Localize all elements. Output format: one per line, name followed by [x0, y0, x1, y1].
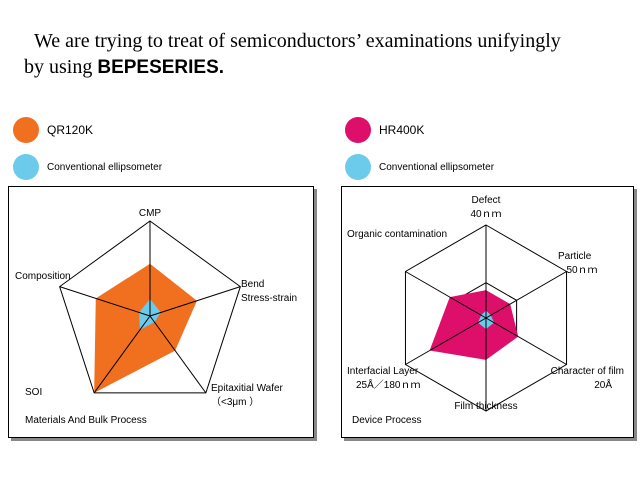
- legend-swatch-orange: [13, 117, 39, 143]
- axis-label: Epitaxitial Wafer: [211, 383, 284, 394]
- legend-label: QR120K: [47, 123, 94, 137]
- legend-label: HR400K: [379, 123, 425, 137]
- axis-label: Character of film: [551, 366, 624, 377]
- headline: We are trying to treat of semiconductors…: [24, 28, 624, 81]
- radar-spoke: [149, 315, 207, 394]
- axis-label: Particle: [558, 251, 592, 262]
- headline-line-2: by using BEPESERIES.: [24, 54, 624, 81]
- axis-label: Interfacial Layer: [347, 366, 419, 377]
- legend-label: Conventional ellipsometer: [47, 161, 163, 173]
- axis-sublabel: 25Å／180ｎｍ: [356, 378, 420, 391]
- headline-line-1: We are trying to treat of semiconductors…: [34, 30, 561, 52]
- axis-label: Bend: [241, 279, 264, 290]
- radar-spoke: [485, 317, 567, 365]
- axis-sublabel: 20Å: [594, 378, 612, 391]
- headline-prefix: by using: [24, 56, 98, 78]
- radar-spoke: [59, 286, 151, 317]
- axis-label: Film thickness: [454, 401, 517, 412]
- radar-spoke: [405, 317, 487, 365]
- headline-brand: BEPESERIES.: [97, 57, 225, 78]
- legend-conventional-left: Conventional ellipsometer: [13, 154, 162, 180]
- chart-title: Device Process: [352, 415, 421, 426]
- radar-spoke: [405, 271, 487, 319]
- axis-label: Composition: [15, 271, 71, 282]
- legend-swatch-blue: [13, 154, 39, 180]
- axis-sublabel: Stress-strain: [241, 293, 297, 304]
- axis-sublabel: 50ｎｍ: [566, 265, 597, 276]
- legend-swatch-magenta: [345, 117, 371, 143]
- legend-qr120k: QR120K: [13, 117, 93, 143]
- legend-hr400k: HR400K: [345, 117, 424, 143]
- legend-label: Conventional ellipsometer: [379, 161, 495, 173]
- radar-spoke: [93, 315, 151, 394]
- axis-label: SOI: [25, 387, 42, 398]
- axis-label: CMP: [139, 208, 162, 219]
- radar-spoke: [485, 271, 567, 319]
- axis-sublabel: （<3μm ）: [211, 396, 259, 408]
- axis-label: Defect: [472, 195, 501, 206]
- legend-swatch-blue: [345, 154, 371, 180]
- radar-outer-ring: [59, 220, 241, 394]
- legend-conventional-right: Conventional ellipsometer: [345, 154, 494, 180]
- axis-label: Organic contamination: [347, 229, 447, 240]
- axis-sublabel: 40ｎｍ: [470, 209, 501, 220]
- radar-spoke: [149, 286, 241, 317]
- radar-primary-area: [94, 263, 197, 393]
- chart-title: Materials And Bulk Process: [25, 415, 147, 426]
